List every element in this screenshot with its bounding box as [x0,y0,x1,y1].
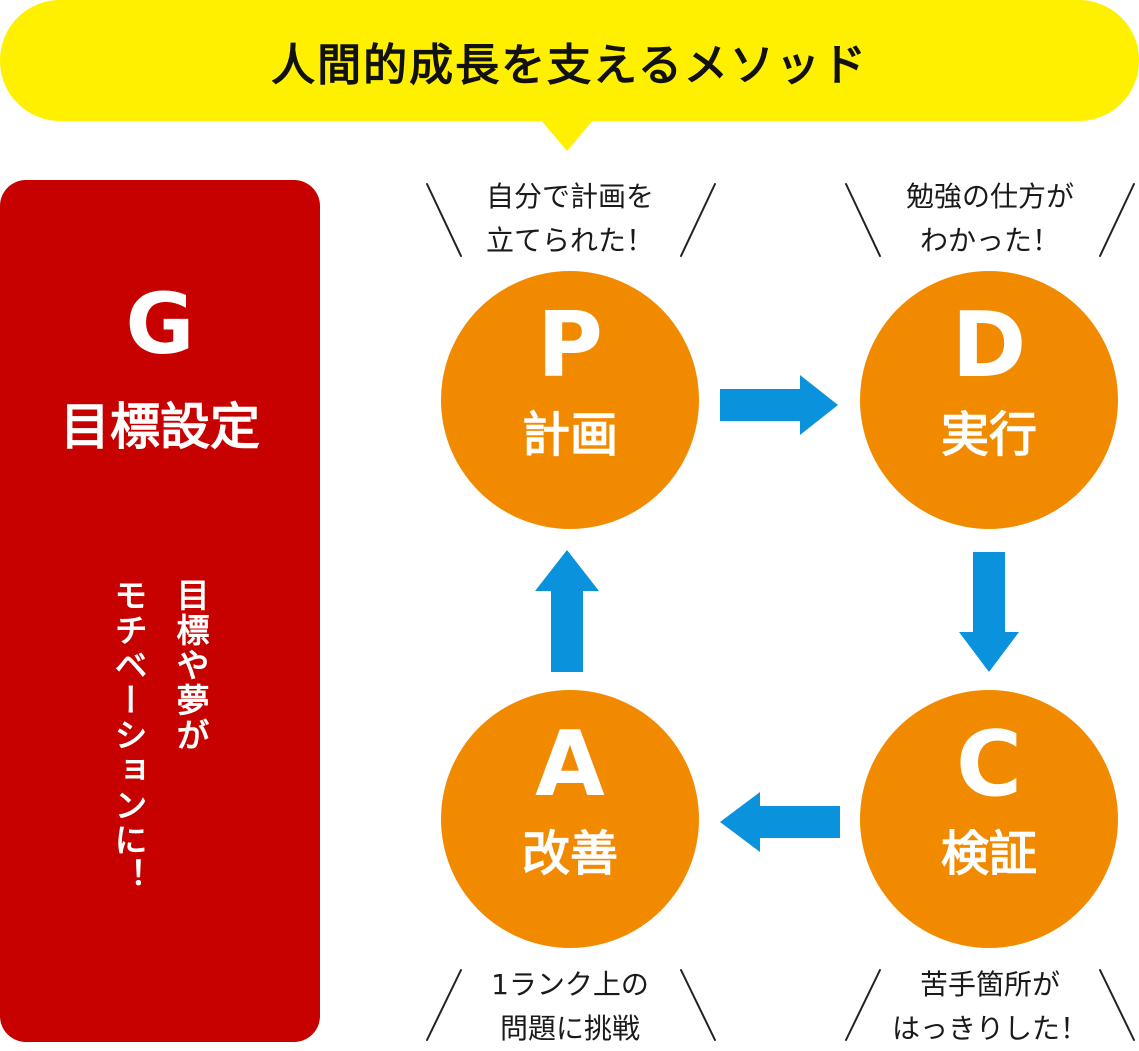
header-bubble: 人間的成長を支えるメソッド [0,0,1139,121]
comment-check: 苦手箇所が はっきりした！ [840,963,1139,1051]
comment-check-line1: 苦手箇所が [919,968,1060,1001]
comment-check-slash-left [845,969,881,1041]
comment-do-line1: 勉強の仕方が [905,180,1074,213]
comment-act-line1: 1ランク上の [491,968,649,1001]
header-bubble-tail [540,119,594,151]
comment-plan-line2: 立てられた！ [485,224,654,257]
comment-plan-slash-left [426,183,462,257]
arrow-plan-to-do [720,375,838,435]
arrow-do-to-check [959,552,1019,672]
act-letter: A [535,712,605,817]
comment-act-slash-left [426,969,462,1041]
goal-description-line1: 目標や夢が [171,578,210,753]
comment-plan-slash-right [680,183,716,257]
act-label: 改善 [521,826,618,882]
goal-letter: G [125,275,195,373]
comment-plan: 自分で計画を 立てられた！ [420,175,720,263]
comment-plan-line1: 自分で計画を [485,180,654,213]
goal-label: 目標設定 [60,398,260,456]
comment-do-slash-right [1099,183,1135,257]
goal-panel: G 目標設定 目標や夢が モチベーションに！ [0,180,320,1042]
check-circle: C 検証 [860,690,1118,948]
arrow-check-to-act [720,792,840,852]
check-letter: C [955,712,1023,817]
comment-do-line2: わかった！ [919,224,1060,257]
page-title: 人間的成長を支えるメソッド [271,39,868,91]
arrow-act-to-plan [535,550,599,672]
do-letter: D [951,293,1027,398]
plan-circle: P 計画 [441,271,699,529]
comment-do: 勉強の仕方が わかった！ [840,175,1139,263]
comment-check-slash-right [1099,969,1135,1041]
plan-letter: P [537,293,603,398]
act-circle: A 改善 [441,690,699,948]
do-circle: D 実行 [860,271,1118,529]
goal-description-line2: モチベーションに！ [109,578,148,893]
comment-act-slash-right [680,969,716,1041]
comment-do-slash-left [845,183,881,257]
do-label: 実行 [940,407,1037,463]
comment-act: 1ランク上の 問題に挑戦 [420,963,720,1051]
comment-act-line2: 問題に挑戦 [499,1012,640,1045]
check-label: 検証 [940,826,1037,882]
plan-label: 計画 [521,407,618,463]
comment-check-line2: はっきりした！ [891,1012,1088,1045]
